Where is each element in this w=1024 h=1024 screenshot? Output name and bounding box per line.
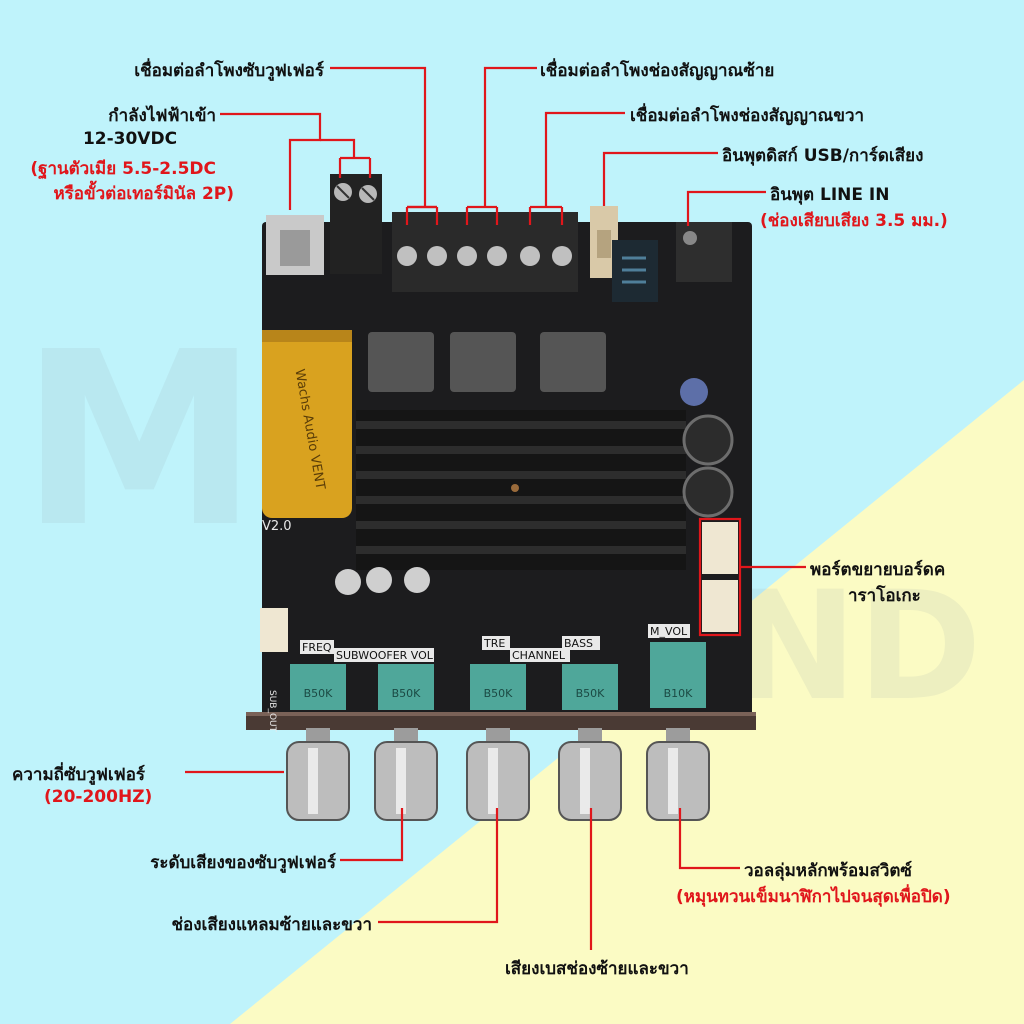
big-capacitor	[262, 330, 352, 518]
speaker-terminal-block	[392, 212, 578, 292]
silk-mvol: M_VOL	[650, 625, 688, 638]
capacitor	[366, 567, 392, 593]
leader-treble	[378, 808, 499, 924]
potentiometer-label: B50K	[576, 687, 606, 700]
silk-channel: CHANNEL	[512, 649, 566, 662]
potentiometer	[650, 642, 706, 708]
label-main-volume: วอลลุ่มหลักพร้อมสวิตซ์	[744, 861, 912, 881]
knob-highlight	[396, 748, 406, 814]
inductor	[540, 332, 606, 392]
karaoke-highlight	[698, 517, 742, 637]
label-main-volume-note: (หมุนทวนเข็มนาฬิกาไปจนสุดเพื่อปิด)	[676, 887, 951, 907]
silk-bass: BASS	[564, 637, 593, 650]
sub-out-silk: SUB_OUT	[267, 690, 277, 733]
label-karaoke-port-2: าราโอเกะ	[848, 586, 921, 606]
label-power-note-1: (ฐานตัวเมีย 5.5-2.5DC	[30, 159, 216, 179]
knob-highlight	[488, 748, 498, 814]
label-line-in: อินพุต LINE IN	[770, 185, 890, 205]
label-karaoke-port-1: พอร์ตขยายบอร์ดค	[810, 560, 946, 580]
inductor	[368, 332, 434, 392]
potentiometer	[470, 664, 526, 710]
silk-tre: TRE	[483, 637, 505, 650]
label-usb-input: อินพุตดิสก์ USB/การ์ดเสียง	[722, 146, 924, 166]
potentiometer-label: B50K	[484, 687, 514, 700]
front-panel	[246, 712, 756, 730]
label-treble: ช่องเสียงแหลมซ้ายและขวา	[171, 915, 372, 935]
silk-subwoofer-vol: SUBWOOFER VOL	[336, 649, 434, 662]
line-in-jack	[676, 222, 732, 282]
knob-highlight	[308, 748, 318, 814]
sub-out-connector	[260, 608, 288, 652]
potentiometer-label: B10K	[664, 687, 694, 700]
label-bass: เสียงเบสช่องซ้ายและขวา	[505, 959, 689, 979]
capacitor	[404, 567, 430, 593]
label-sub-volume: ระดับเสียงของซับวูฟเฟอร์	[150, 853, 336, 873]
leader-sub-volume	[340, 808, 404, 862]
label-line-in-note: (ช่องเสียบเสียง 3.5 มม.)	[760, 211, 948, 231]
knob-highlight	[668, 748, 678, 814]
label-power-input: กำลังไฟฟ้าเข้า	[108, 106, 216, 126]
label-left-speaker: เชื่อมต่อลำโพงช่องสัญญาณซ้าย	[540, 61, 775, 81]
label-right-speaker: เชื่อมต่อลำโพงช่องสัญญาณขวา	[630, 106, 865, 126]
label-subwoofer-speaker: เชื่อมต่อลำโพงซับวูฟเฟอร์	[134, 61, 324, 81]
version-silk: V2.0	[262, 519, 292, 534]
potentiometer	[562, 664, 618, 710]
leader-main-volume	[678, 808, 740, 870]
inductor	[450, 332, 516, 392]
capacitor	[680, 378, 708, 406]
silk-freq: FREQ	[302, 641, 332, 654]
potentiometer-label: B50K	[392, 687, 422, 700]
karaoke-connector	[702, 580, 738, 632]
karaoke-connector	[702, 522, 738, 574]
label-power-voltage: 12-30VDC	[82, 129, 178, 149]
potentiometer-label: B50K	[304, 687, 334, 700]
leader-subwoofer	[330, 66, 427, 207]
knob-highlight	[580, 748, 590, 814]
leader-right	[544, 111, 625, 207]
potentiometer	[378, 664, 434, 710]
capacitor	[682, 414, 734, 466]
potentiometer	[290, 664, 346, 710]
leader-line-in	[686, 190, 766, 226]
leader-usb	[602, 151, 718, 206]
label-power-note-2: หรือขั้วต่อเทอร์มินัล 2P)	[53, 184, 234, 204]
leader-left	[483, 66, 537, 207]
capacitor	[335, 569, 361, 595]
label-sub-freq-range: (20-200HZ)	[44, 787, 153, 807]
capacitor	[682, 466, 734, 518]
heatsink	[356, 410, 686, 570]
leader-power	[220, 112, 322, 210]
label-sub-freq: ความถี่ซับวูฟเฟอร์	[12, 765, 146, 785]
